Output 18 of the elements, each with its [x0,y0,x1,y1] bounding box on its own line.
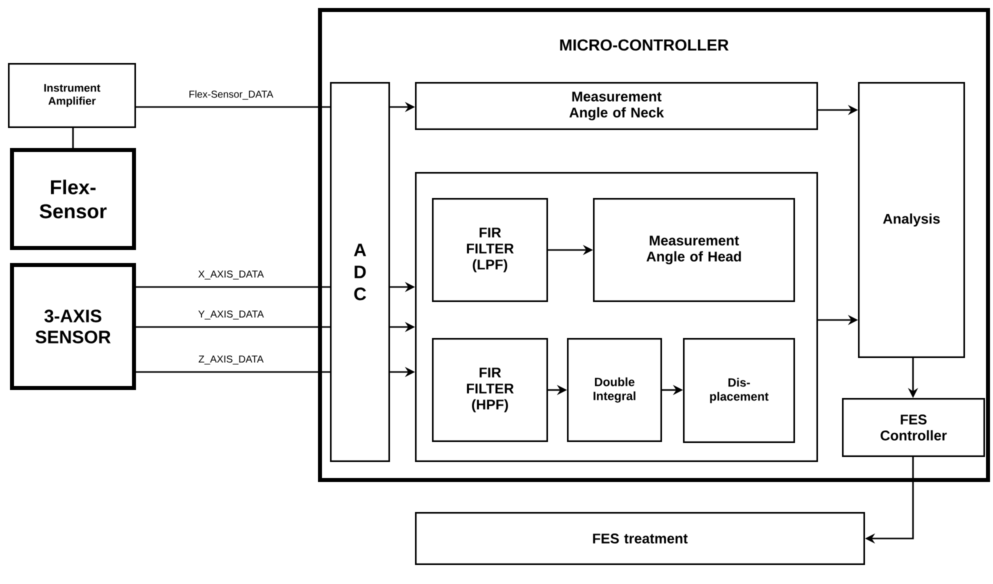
amplifier-box: Instrument Amplifier [8,63,136,128]
process-box: Double Integral [567,338,662,442]
edge-label: Z_AXIS_DATA [197,354,265,366]
edge-label: Flex-Sensor_DATA [188,89,274,101]
sensor-box: Flex- Sensor [10,148,136,250]
filter-box: FIR FILTER (LPF) [432,198,548,302]
sensor-box: 3-AXIS SENSOR [10,263,136,390]
output-box: FES treatment [415,512,865,565]
analysis-box: Analysis [858,82,965,358]
controller-box: FES Controller [842,398,985,457]
filter-box: FIR FILTER (HPF) [432,338,548,442]
process-box: Dis- placement [683,338,795,443]
adc-box: A D C [330,82,390,462]
group-box [415,172,818,462]
process-box: Measurement Angle of Head [593,198,795,302]
edge-label: X_AXIS_DATA [197,270,265,280]
edge-label: Y_AXIS_DATA [197,310,265,320]
process-box: Measurement Angle of Neck [415,82,818,130]
